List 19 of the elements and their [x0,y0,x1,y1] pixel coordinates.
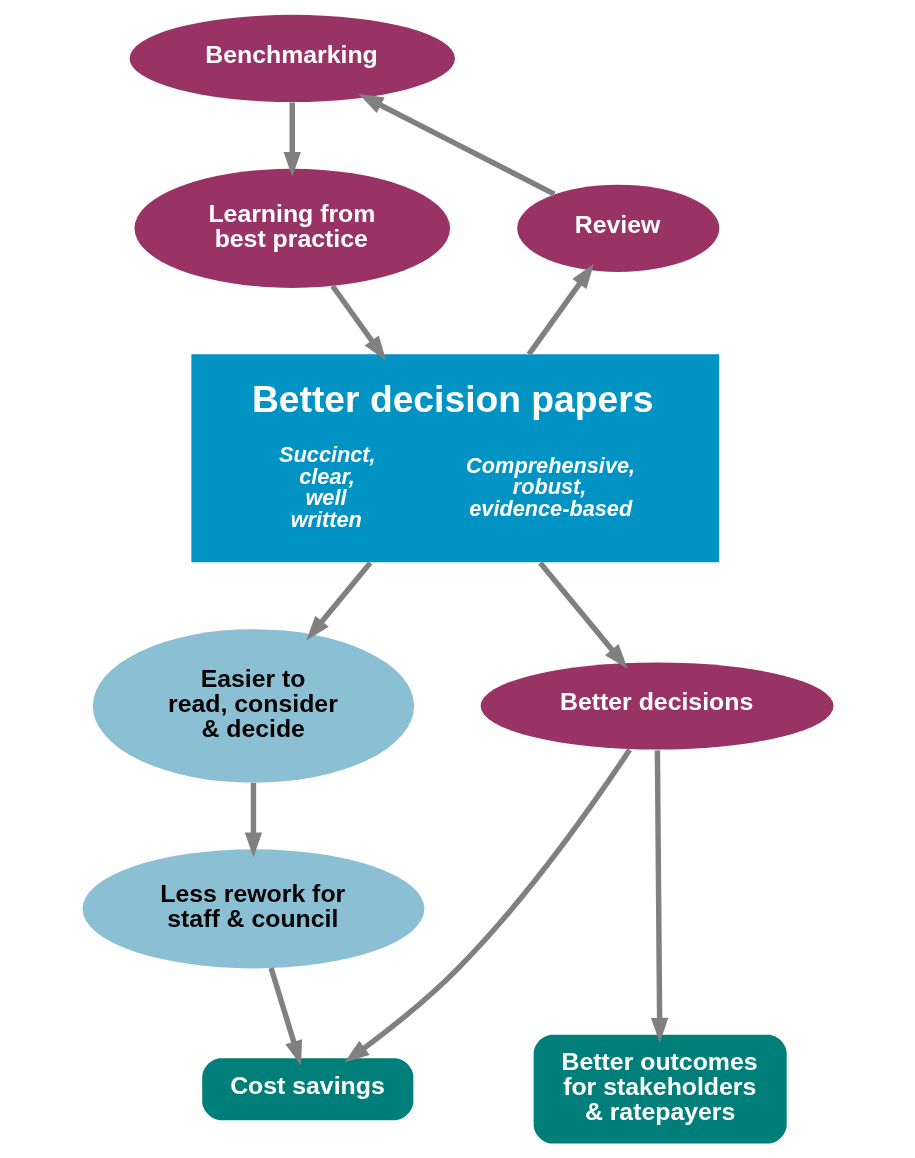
arrow [305,561,372,641]
arrow [650,750,668,1043]
node-ellipse: Less rework for staff & council [82,849,424,969]
node-ellipse: Learning from best practice [133,168,450,288]
node-box: Cost savings [201,1058,413,1121]
node-ellipse: Review [516,184,719,272]
node-ellipse: Better decisions [480,662,834,750]
node-ellipse: Easier to read, consider & decide [92,629,414,783]
arrow [358,93,556,197]
node-box: Better outcomes for stakeholders & ratepayers [533,1034,787,1144]
arrow [244,783,262,858]
arrow [526,263,594,356]
arrow [343,748,632,1063]
arrow [268,967,302,1066]
node-ellipse: Benchmarking [129,14,455,102]
node-box: Better decision papers Succinct, clear, well written Comprehensive, robust, evidence-based [190,354,719,563]
arrow [283,102,301,177]
arrow [537,561,628,669]
arrow [329,284,386,361]
